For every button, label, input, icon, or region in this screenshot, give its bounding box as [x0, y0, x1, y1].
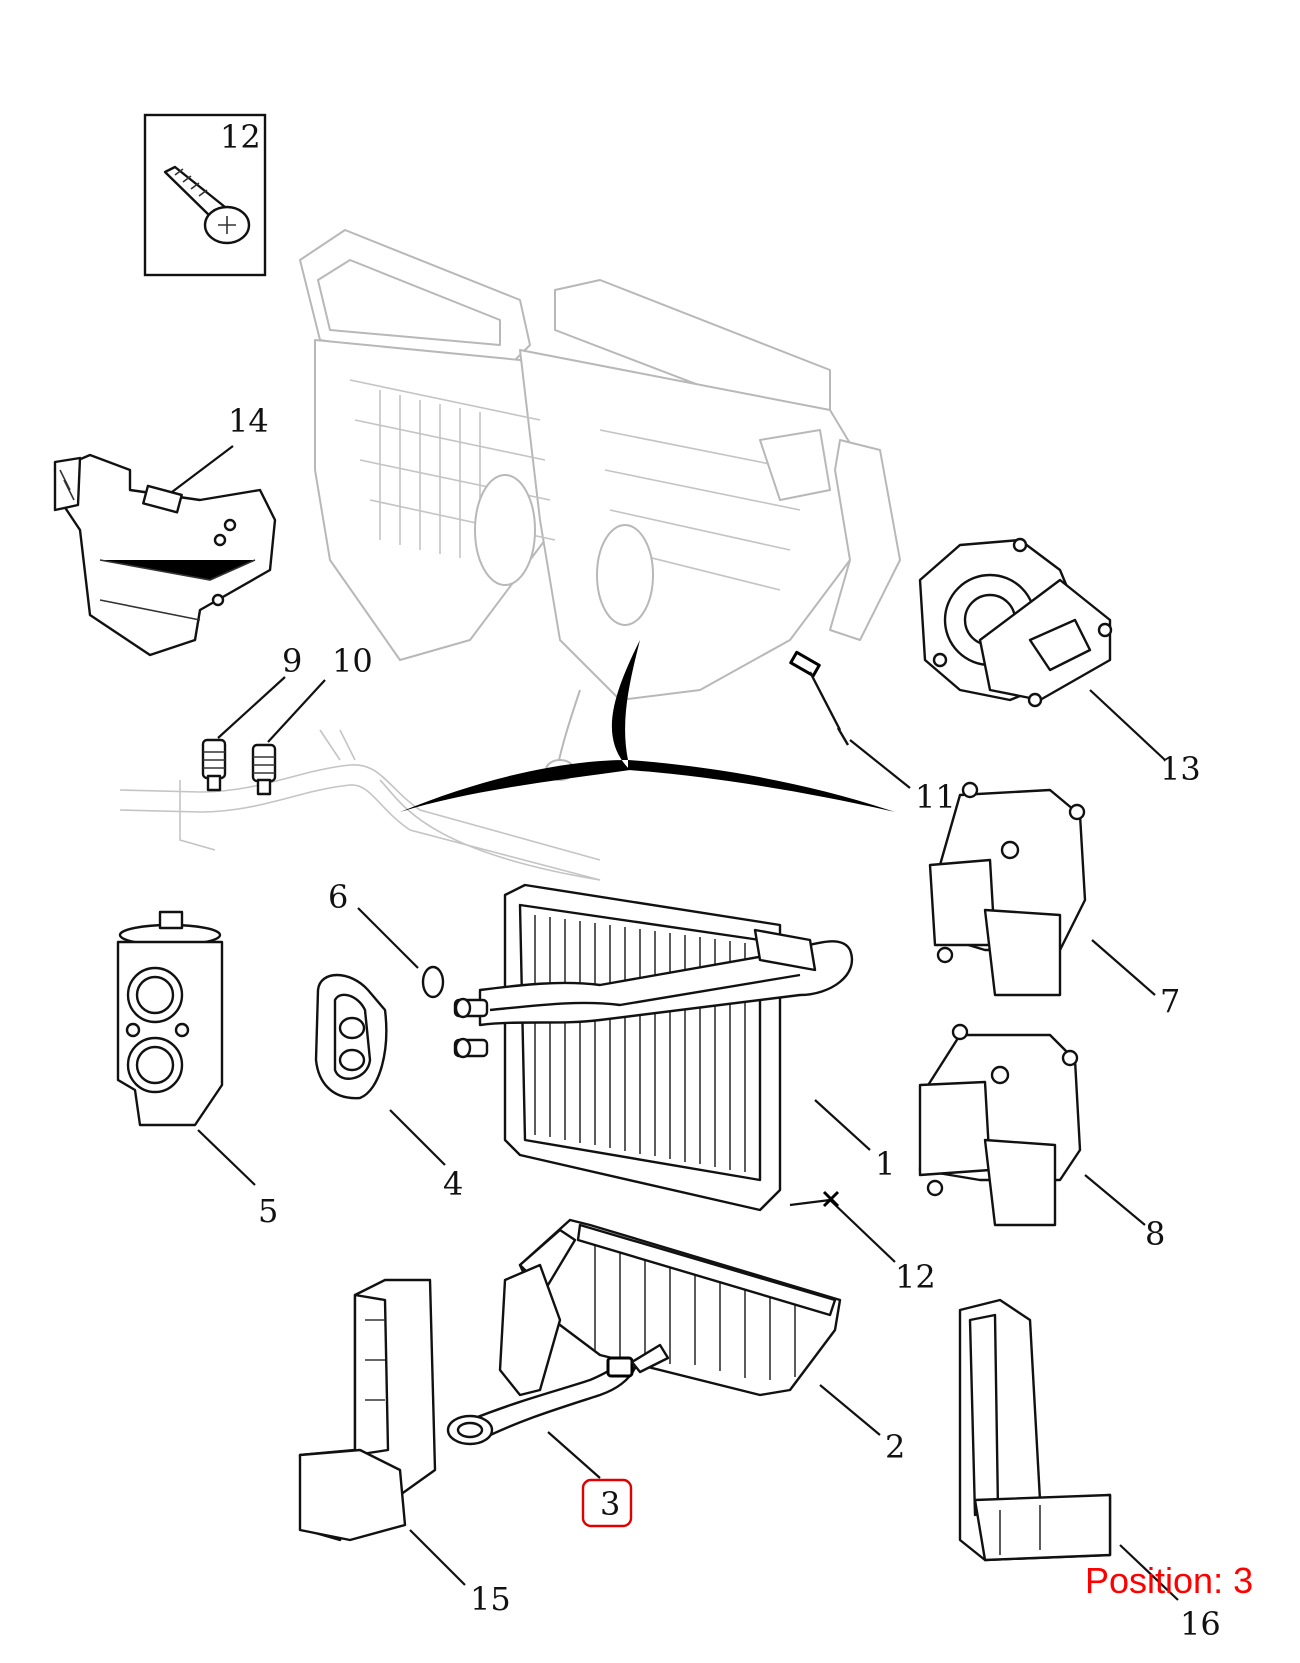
leader-9 — [217, 676, 286, 739]
callout-15: 15 — [470, 1580, 511, 1618]
evaporator-core-1 — [453, 883, 854, 1212]
position-label: Position: 3 — [1085, 1560, 1254, 1601]
gasket-4 — [314, 973, 388, 1100]
callout-2: 2 — [885, 1428, 905, 1466]
blower-motor-13 — [918, 537, 1113, 708]
callout-4: 4 — [443, 1165, 463, 1203]
leader-8 — [1084, 1174, 1146, 1226]
screw-icon — [163, 165, 251, 245]
duct-16 — [958, 1298, 1112, 1562]
leader-12 — [789, 1198, 896, 1263]
temperature-sensor-11 — [789, 650, 850, 746]
callout-7: 7 — [1160, 982, 1180, 1020]
leader-1 — [814, 1099, 871, 1151]
leader-15 — [409, 1529, 466, 1586]
callout-5: 5 — [258, 1192, 278, 1230]
duct-15 — [298, 1278, 437, 1542]
callout-9: 9 — [282, 642, 302, 680]
leader-5 — [197, 1129, 256, 1186]
callout-16: 16 — [1180, 1605, 1221, 1643]
leader-10 — [267, 679, 326, 743]
callout-3: 3 — [600, 1485, 620, 1523]
o-ring-6 — [421, 965, 445, 999]
callout-12-inset: 12 — [220, 118, 261, 156]
leader-3 — [547, 1431, 601, 1479]
callout-1: 1 — [875, 1145, 895, 1183]
valve-core-10 — [251, 743, 277, 796]
callout-11: 11 — [915, 778, 956, 816]
valve-core-9 — [201, 738, 227, 792]
leader-4 — [389, 1109, 446, 1166]
leader-14 — [171, 445, 234, 493]
callout-12: 12 — [895, 1258, 936, 1296]
leader-11 — [849, 739, 911, 789]
detail-pointer-wedge — [400, 640, 895, 812]
leader-13 — [1089, 689, 1166, 761]
callout-14: 14 — [228, 402, 269, 440]
refrigerant-pipe-ghost — [119, 729, 601, 881]
expansion-valve-5 — [116, 910, 224, 1127]
leader-7 — [1091, 939, 1156, 996]
callout-6: 6 — [328, 878, 348, 916]
small-screw-icon — [822, 1190, 840, 1208]
actuator-7 — [928, 781, 1087, 997]
leader-6 — [357, 907, 419, 969]
callout-8: 8 — [1145, 1215, 1165, 1253]
actuator-8 — [918, 1023, 1082, 1227]
drain-pan-2 — [498, 1218, 842, 1397]
bracket-14 — [53, 453, 277, 657]
leader-2 — [819, 1384, 881, 1436]
drain-hose-3 — [446, 1343, 670, 1446]
hvac-housing-ghost — [299, 229, 901, 781]
position-highlight-box — [581, 1478, 633, 1528]
callout-10: 10 — [332, 642, 373, 680]
leader-16 — [1119, 1544, 1179, 1601]
callout-13: 13 — [1160, 750, 1201, 788]
evaporator-fins — [534, 915, 746, 1172]
screw-inset-box: 12 — [143, 113, 267, 277]
